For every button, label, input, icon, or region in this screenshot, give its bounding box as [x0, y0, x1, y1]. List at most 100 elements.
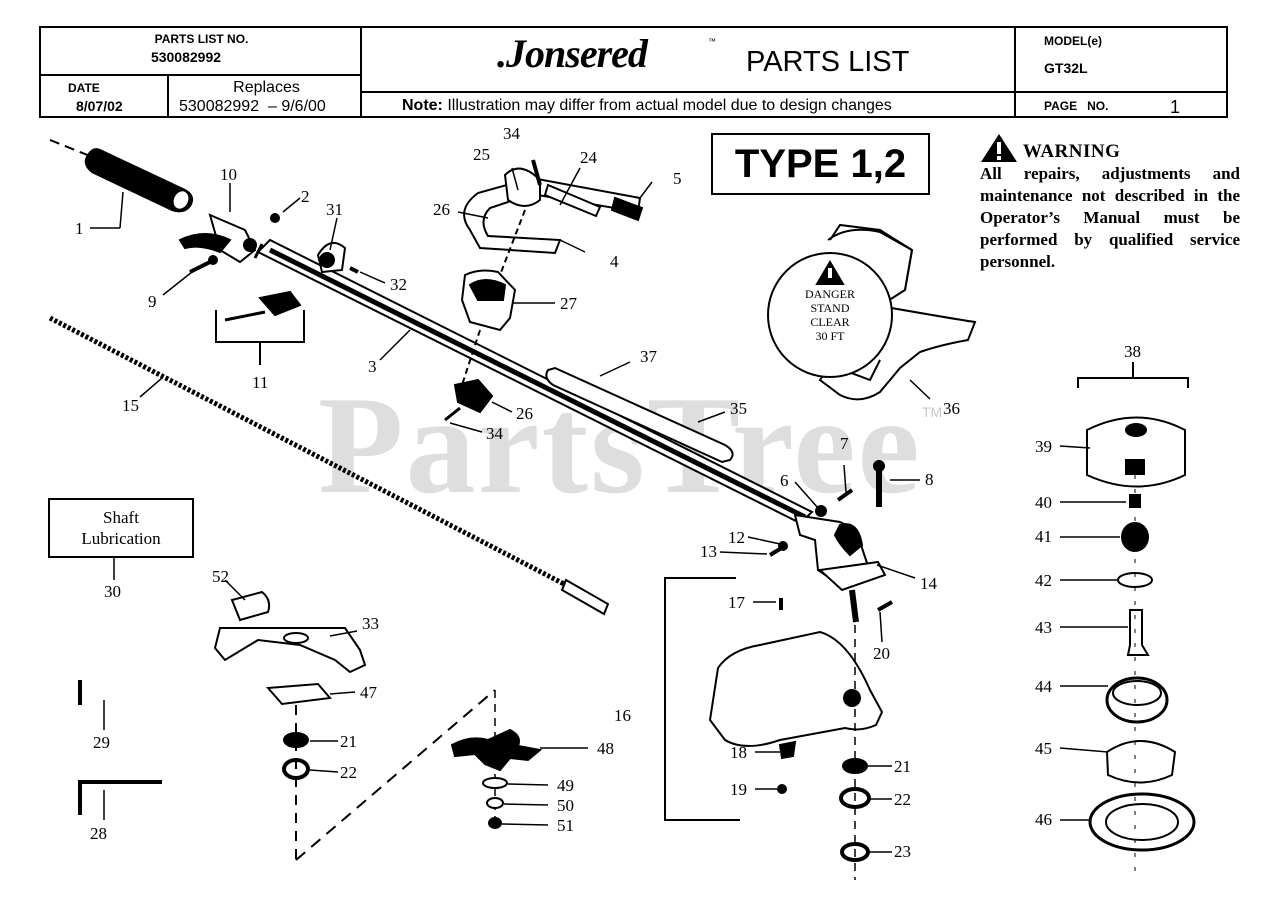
danger-decal-line2: STAND: [810, 301, 850, 315]
part-screw-32: [349, 266, 359, 274]
warning-title: WARNING: [980, 133, 1240, 163]
shaft-lubrication-line1: Shaft: [103, 508, 139, 527]
part-shaft-guard-plate: [545, 366, 734, 464]
model-cell: MODEL(e) GT32L: [1014, 28, 1228, 92]
part-line-cutter-18: [778, 740, 797, 760]
part-label-35: 35: [730, 399, 747, 418]
part-flexible-drive-cable: [48, 315, 610, 616]
part-handle-clamp-upper: [460, 209, 526, 332]
part-label-45: 45: [1035, 739, 1052, 758]
shaft-lubrication-box: Shaft Lubrication: [48, 498, 194, 558]
part-label-7: 7: [840, 434, 849, 453]
part-label-4: 4: [610, 252, 619, 271]
logo-trademark: ™: [708, 37, 716, 46]
part-label-38: 38: [1124, 342, 1141, 361]
part-handlebar: [463, 159, 644, 255]
date-label: DATE: [68, 81, 100, 95]
warning-triangle-icon: [981, 134, 1017, 162]
note-value: Illustration may differ from actual mode…: [447, 97, 892, 114]
part-label-33: 33: [362, 614, 379, 633]
part-label-26: 26: [433, 200, 450, 219]
note-cell: Note: Illustration may differ from actua…: [360, 91, 1016, 118]
part-label-34b: 34: [486, 424, 503, 443]
part-label-3: 3: [368, 357, 377, 376]
part-screw-19: [777, 784, 787, 794]
part-label-52: 52: [212, 567, 229, 586]
brand-cell: PARTS LIST: [360, 28, 1016, 92]
part-label-28: 28: [90, 824, 107, 843]
part-screw-20: [877, 600, 893, 612]
part-label-1: 1: [75, 219, 84, 238]
part-washer-49: [482, 777, 508, 789]
part-throttle-housing: [178, 213, 257, 264]
danger-decal-line3: CLEAR: [810, 315, 850, 329]
part-trimmer-head-assembly: [1077, 362, 1196, 880]
parts-list-no-label: PARTS LIST NO.: [154, 32, 249, 46]
date-cell: DATE 8/07/02: [41, 74, 168, 118]
part-label-49: 49: [557, 776, 574, 795]
part-label-24: 24: [580, 148, 597, 167]
part-cutting-blade: [450, 728, 543, 772]
part-label-6: 6: [780, 471, 789, 490]
parts-list-no-value: 530082992: [150, 49, 222, 65]
part-nut-12: [778, 541, 788, 551]
part-label-20: 20: [873, 644, 890, 663]
part-washer-50: [486, 797, 504, 809]
part-label-48: 48: [597, 739, 614, 758]
part-label-43: 43: [1035, 618, 1052, 637]
part-label-10: 10: [220, 165, 237, 184]
part-washer-6: [815, 505, 827, 517]
part-label-41: 41: [1035, 527, 1052, 546]
warning-block: WARNING All repairs, adjustments and mai…: [980, 133, 1240, 273]
part-label-40: 40: [1035, 493, 1052, 512]
part-label-9: 9: [148, 292, 157, 311]
part-gear-head: [793, 513, 887, 623]
part-label-31: 31: [326, 200, 343, 219]
part-label-37: 37: [640, 347, 657, 366]
replaces-value: 530082992 – 9/6/00: [179, 98, 326, 115]
part-label-11: 11: [252, 373, 269, 392]
warning-title-text: WARNING: [1022, 141, 1121, 162]
danger-decal-line1: DANGER: [805, 287, 855, 301]
part-label-47: 47: [360, 683, 377, 702]
part-label-16: 16: [614, 706, 631, 725]
part-drive-shaft-tube: [253, 238, 814, 525]
page-value: 1: [1170, 97, 1181, 117]
part-nut-51: [488, 817, 502, 829]
part-bolt-8: [873, 460, 885, 507]
part-label-32: 32: [390, 275, 407, 294]
part-label-30: 30: [104, 582, 121, 601]
part-wrench-28: [78, 780, 162, 815]
type-label-box: TYPE 1,2: [711, 133, 930, 195]
part-label-34: 34: [503, 124, 520, 143]
part-label-2: 2: [301, 187, 310, 206]
part-label-51: 51: [557, 816, 574, 835]
part-screw-2: [270, 213, 280, 223]
part-label-15: 15: [122, 396, 139, 415]
danger-decal-line4: 30 FT: [815, 329, 845, 343]
danger-decal: DANGER STAND CLEAR 30 FT: [780, 287, 880, 343]
replaces-label: Replaces: [233, 79, 300, 96]
model-value: GT32L: [1044, 60, 1088, 76]
part-label-46: 46: [1035, 810, 1052, 829]
part-label-21b: 21: [894, 757, 911, 776]
part-label-21: 21: [340, 732, 357, 751]
part-label-18: 18: [730, 743, 747, 762]
part-label-5: 5: [673, 169, 682, 188]
part-blade-guard: [213, 590, 367, 674]
part-shaft-clamp: [316, 241, 347, 274]
parts-list-no-cell: PARTS LIST NO. 530082992: [41, 28, 362, 75]
parts-list-title: PARTS LIST: [746, 46, 910, 78]
part-label-29: 29: [93, 733, 110, 752]
warning-text: All repairs, adjustments and maintenance…: [980, 164, 1240, 271]
shaft-lubrication-line2: Lubrication: [81, 529, 161, 548]
note-text: Note: Illustration may differ from actua…: [402, 97, 892, 115]
part-label-39: 39: [1035, 437, 1052, 456]
part-label-22: 22: [340, 763, 357, 782]
part-label-12: 12: [728, 528, 745, 547]
part-label-36: 36: [943, 399, 960, 418]
replaces-cell: Replaces 530082992 – 9/6/00: [167, 74, 362, 118]
model-label: MODEL(e): [1044, 34, 1102, 48]
